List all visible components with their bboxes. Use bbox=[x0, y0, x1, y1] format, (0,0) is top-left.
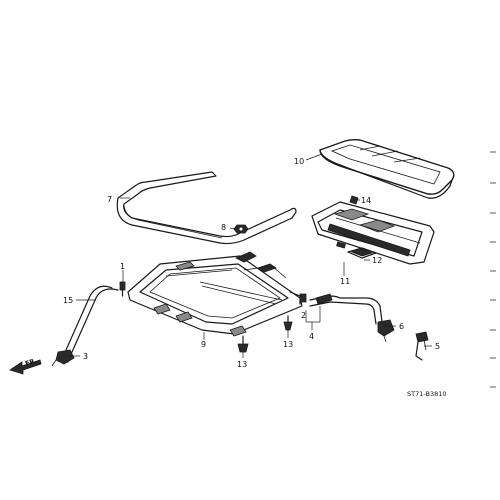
part-13-bolt-left bbox=[237, 335, 249, 353]
part-13-bolt-right bbox=[283, 315, 293, 331]
callout-13-right: 13 bbox=[283, 340, 293, 349]
callout-7: 7 bbox=[107, 195, 112, 204]
callout-labels: 10 7 8 14 11 12 1 15 3 9 2 4 6 5 13 13 bbox=[63, 157, 440, 369]
callout-9: 9 bbox=[201, 340, 206, 349]
callout-2: 2 bbox=[301, 311, 306, 320]
callout-3: 3 bbox=[83, 352, 88, 361]
callout-11: 11 bbox=[340, 277, 350, 286]
front-direction-marker: FR. bbox=[9, 357, 42, 375]
part-2-fitting bbox=[299, 293, 307, 303]
callout-13-left: 13 bbox=[237, 360, 247, 369]
part-12-handle bbox=[347, 247, 377, 259]
part-1-screw bbox=[119, 281, 126, 297]
callout-12: 12 bbox=[372, 256, 382, 265]
part-9-frame bbox=[127, 251, 303, 337]
part-14-clip bbox=[349, 195, 359, 205]
part-8-nut bbox=[233, 224, 249, 234]
callout-4: 4 bbox=[309, 332, 314, 341]
part-4-drain-tube-right bbox=[309, 293, 387, 331]
part-11-sunshade bbox=[311, 201, 435, 265]
callout-6: 6 bbox=[399, 322, 404, 331]
callout-15: 15 bbox=[63, 296, 73, 305]
part-7-weatherstrip bbox=[116, 171, 297, 245]
callout-5: 5 bbox=[435, 342, 440, 351]
callout-8: 8 bbox=[221, 223, 226, 232]
front-marker-label: FR. bbox=[24, 357, 38, 368]
part-5-clip bbox=[415, 331, 429, 361]
part-15-drain-tube-left bbox=[65, 285, 119, 363]
leader-lines bbox=[68, 153, 432, 358]
part-3-fitting-left bbox=[51, 349, 75, 367]
callout-1: 1 bbox=[120, 262, 125, 271]
callout-14: 14 bbox=[361, 196, 371, 205]
callout-10: 10 bbox=[294, 157, 304, 166]
part-6-fitting-right bbox=[377, 319, 395, 343]
page-edge-ticks bbox=[490, 151, 496, 388]
diagram-code: ST71-B3810 bbox=[407, 390, 446, 398]
part-10-glass-panel bbox=[319, 138, 455, 199]
